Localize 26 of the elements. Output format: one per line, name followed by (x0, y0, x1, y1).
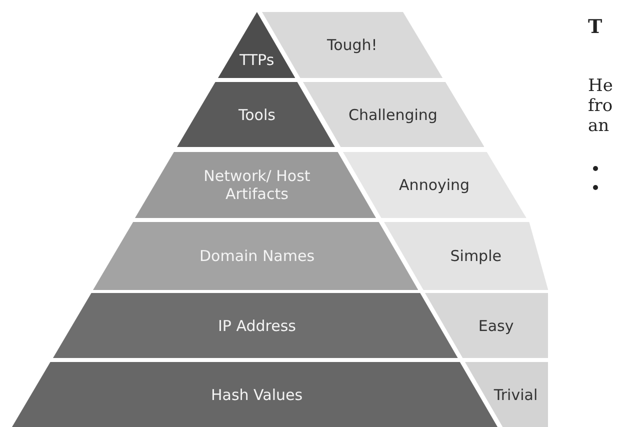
level-label: Domain Names (199, 247, 315, 265)
difficulty-band (424, 293, 548, 358)
level-label: Network/ Host Artifacts (202, 167, 312, 203)
difficulty-label: Challenging (348, 106, 438, 124)
level-label: Hash Values (210, 386, 303, 404)
difficulty-label: Annoying (399, 176, 470, 194)
difficulty-band (465, 362, 548, 427)
difficulty-band (384, 222, 548, 290)
level-label: TTPs (239, 51, 274, 69)
paragraph-text: fro (588, 96, 613, 116)
difficulty-label: Simple (450, 247, 502, 265)
difficulty-band (302, 82, 484, 147)
pyramid-level (92, 222, 418, 290)
paragraph-text: an (588, 116, 610, 136)
pyramid-level (52, 293, 458, 358)
pyramid-level (177, 82, 336, 147)
heading-text: T (588, 16, 602, 38)
difficulty-band (343, 152, 527, 218)
level-label: IP Address (218, 316, 296, 334)
paragraph-text: He (588, 76, 613, 96)
difficulty-label: Trivial (494, 386, 538, 404)
pyramid-level (218, 12, 296, 78)
pyramid-level (135, 152, 376, 218)
difficulty-label: Tough! (326, 36, 378, 54)
level-label: Tools (238, 106, 276, 124)
difficulty-label: Easy (478, 316, 514, 334)
